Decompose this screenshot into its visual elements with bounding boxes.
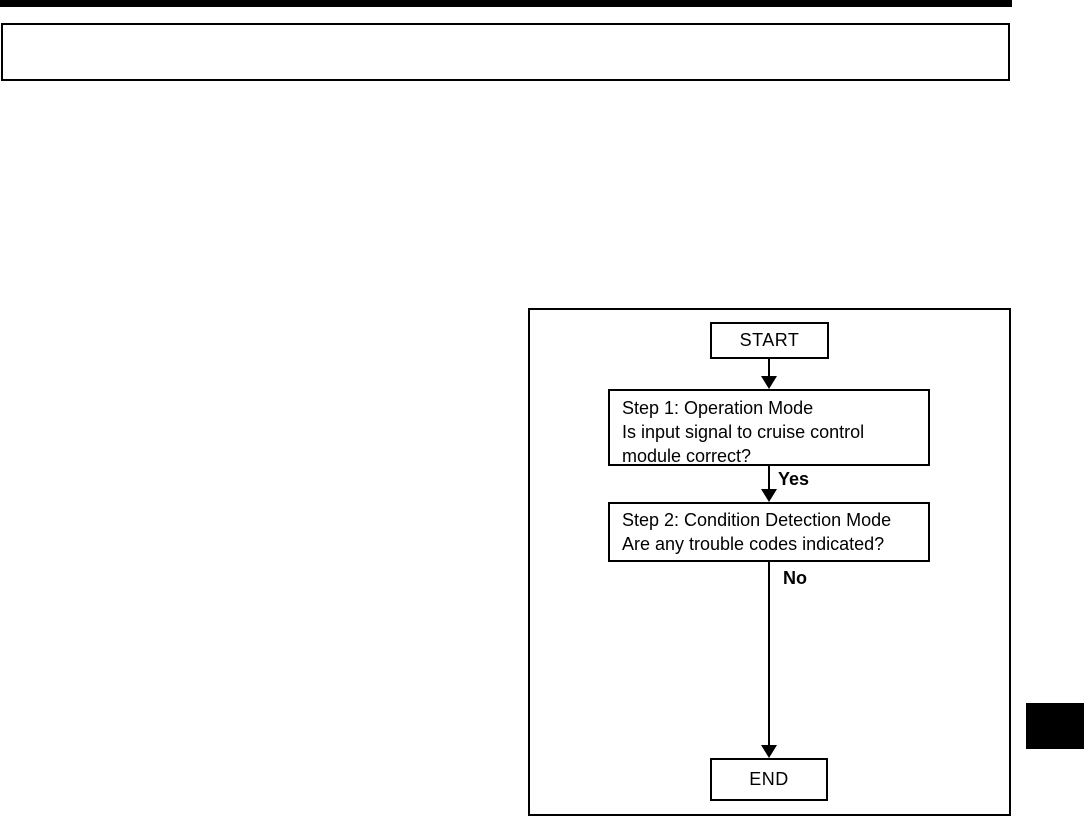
arrow-shaft (768, 562, 770, 747)
flowchart-panel: START Step 1: Operation Mode Is input si… (528, 308, 1011, 816)
flowchart-step2-node: Step 2: Condition Detection Mode Are any… (608, 502, 930, 562)
header-box (1, 23, 1010, 81)
arrow-head-icon (761, 376, 777, 389)
end-label: END (749, 769, 789, 789)
step2-line: Step 2: Condition Detection Mode (622, 510, 892, 530)
arrow-head-icon (761, 745, 777, 758)
step2-line: Are any trouble codes indicated? (622, 534, 885, 554)
top-rule (0, 0, 1012, 7)
flowchart-end-node: END (710, 758, 828, 801)
arrow-shaft (768, 466, 770, 491)
branch-label-yes: Yes (778, 469, 810, 489)
flowchart-step1-node: Step 1: Operation Mode Is input signal t… (608, 389, 930, 466)
branch-label-no: No (783, 568, 807, 588)
step1-line: module correct? (622, 446, 752, 466)
arrow-shaft (768, 358, 770, 378)
arrow-start-to-step1 (761, 358, 777, 389)
arrow-step2-to-end (761, 562, 777, 758)
start-label: START (739, 330, 800, 350)
step1-line: Step 1: Operation Mode (622, 398, 814, 418)
page-index-tab (1026, 703, 1084, 749)
step1-line: Is input signal to cruise control (622, 422, 865, 442)
arrow-head-icon (761, 489, 777, 502)
flowchart-start-node: START (710, 322, 829, 359)
arrow-step1-to-step2 (761, 466, 777, 502)
